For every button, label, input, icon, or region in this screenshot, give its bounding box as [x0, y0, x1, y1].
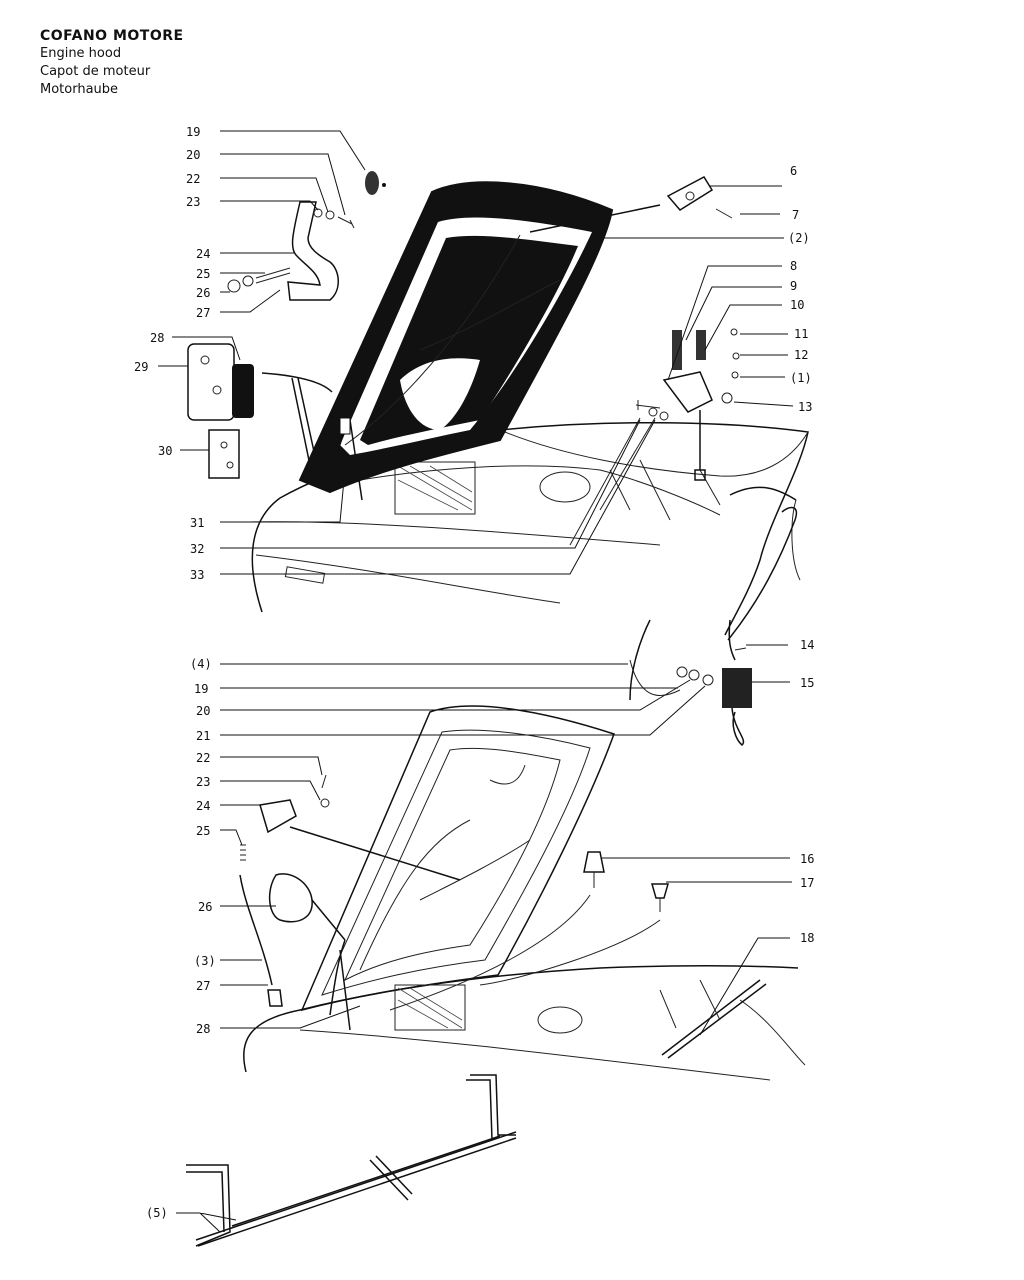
- labels-bottom-right: 14 15 16 17 18: [800, 638, 814, 945]
- label-top-22: 22: [186, 172, 200, 186]
- hood-hinge-assembly: [187, 343, 333, 479]
- label-bottom-18: 18: [800, 931, 814, 945]
- hood-hinge-top: [227, 171, 386, 301]
- label-top-30: 30: [158, 444, 172, 458]
- leader-top-33: [220, 419, 656, 575]
- label-bottom-15: 15: [800, 676, 814, 690]
- leader-top-19: [220, 130, 366, 171]
- label-top-33: 33: [190, 568, 204, 582]
- label-bottom-22: 22: [196, 751, 210, 765]
- label-bottom-27: 27: [196, 979, 210, 993]
- label-bottom-23: 23: [196, 775, 210, 789]
- bottom-car-body: [242, 964, 799, 1073]
- rod-3: [239, 874, 273, 986]
- bottom-assembly: [220, 619, 806, 1081]
- label-top-31: 31: [190, 516, 204, 530]
- leader-seal-5: [176, 1212, 237, 1233]
- top-radiator-mesh: [394, 461, 476, 515]
- top-assembly: [158, 130, 809, 641]
- label-bottom-20: 20: [196, 704, 210, 718]
- label-top-26: 26: [196, 286, 210, 300]
- leader-bottom-21: [220, 685, 706, 736]
- label-bottom-24: 24: [196, 799, 210, 813]
- label-bottom-14: 14: [800, 638, 814, 652]
- label-top-12: 12: [794, 348, 808, 362]
- leader-top-10: [704, 304, 782, 351]
- bracket-24: [259, 799, 297, 834]
- label-top-9: 9: [790, 279, 797, 293]
- seal-strip: [176, 1074, 517, 1247]
- top-air-filter: [539, 471, 591, 503]
- leader-top-9: [685, 286, 782, 341]
- label-bottom-19: 19: [194, 682, 208, 696]
- labels-top-right: 6 7 (2) 8 9 10 11 12 (1) 13: [788, 164, 812, 414]
- leader-bottom-22: [220, 756, 323, 776]
- leader-bottom-23: [220, 780, 321, 801]
- diagram-title: COFANO MOTORE: [40, 28, 184, 44]
- label-top-1: (1): [790, 371, 812, 385]
- leader-top-32: [220, 419, 641, 549]
- label-seal-5: (5): [146, 1206, 168, 1220]
- leader-top-23: [220, 200, 319, 211]
- label-bottom-21: 21: [196, 729, 210, 743]
- title-block: COFANO MOTORE Engine hood Capot de moteu…: [40, 27, 184, 99]
- leader-top-13: [733, 401, 794, 407]
- labels-top-left: 19 20 22 23 24 25 26 27 28 29 30 31 32 3…: [134, 125, 210, 582]
- label-bottom-25: 25: [196, 824, 210, 838]
- label-top-20: 20: [186, 148, 200, 162]
- cap-27: [267, 989, 283, 1007]
- leader-top-27: [220, 289, 281, 313]
- buffer-17: [651, 883, 669, 899]
- cover-26: [268, 873, 313, 923]
- label-top-27: 27: [196, 306, 210, 320]
- label-bottom-3: (3): [194, 954, 216, 968]
- label-top-11: 11: [794, 327, 808, 341]
- label-top-32: 32: [190, 542, 204, 556]
- leader-top-22: [220, 177, 329, 213]
- hood-latch-top: [529, 176, 740, 546]
- bottom-air-filter: [537, 1006, 583, 1034]
- leader-bottom-20: [220, 679, 691, 711]
- buffer-16: [583, 851, 605, 873]
- leader-top-31: [220, 479, 345, 523]
- label-top-2: (2): [788, 231, 810, 245]
- label-bottom-26: 26: [198, 900, 212, 914]
- label-top-23: 23: [186, 195, 200, 209]
- subtitle-german: Motorhaube: [40, 82, 119, 97]
- bottom-latch: [676, 647, 752, 746]
- leader-top-8: [667, 265, 782, 381]
- labels-bottom-left: (4) 19 20 21 22 23 24 25 26 (3) 27 28: [190, 657, 216, 1036]
- leader-bottom-18: [699, 937, 790, 1036]
- label-top-19: 19: [186, 125, 200, 139]
- bottom-hood-panel: [300, 705, 615, 1012]
- label-bottom-4: (4): [190, 657, 212, 671]
- leader-top-28: [172, 336, 241, 361]
- subtitle-english: Engine hood: [40, 46, 122, 61]
- label-top-25: 25: [196, 267, 210, 281]
- label-top-29: 29: [134, 360, 148, 374]
- label-bottom-28: 28: [196, 1022, 210, 1036]
- leader-bottom-28: [220, 1005, 361, 1029]
- label-bottom-17: 17: [800, 876, 814, 890]
- top-car-body: [251, 422, 809, 636]
- label-bottom-16: 16: [800, 852, 814, 866]
- label-top-8: 8: [790, 259, 797, 273]
- leader-bottom-25: [220, 829, 243, 846]
- subtitle-french: Capot de moteur: [40, 64, 151, 79]
- label-top-6: 6: [790, 164, 797, 178]
- bottom-radiator-mesh: [394, 984, 466, 1031]
- buffer-19: [365, 171, 379, 195]
- label-top-24: 24: [196, 247, 210, 261]
- label-top-28: 28: [150, 331, 164, 345]
- leader-top-20: [220, 153, 346, 216]
- label-top-13: 13: [798, 400, 812, 414]
- label-top-7: 7: [792, 208, 799, 222]
- label-top-10: 10: [790, 298, 804, 312]
